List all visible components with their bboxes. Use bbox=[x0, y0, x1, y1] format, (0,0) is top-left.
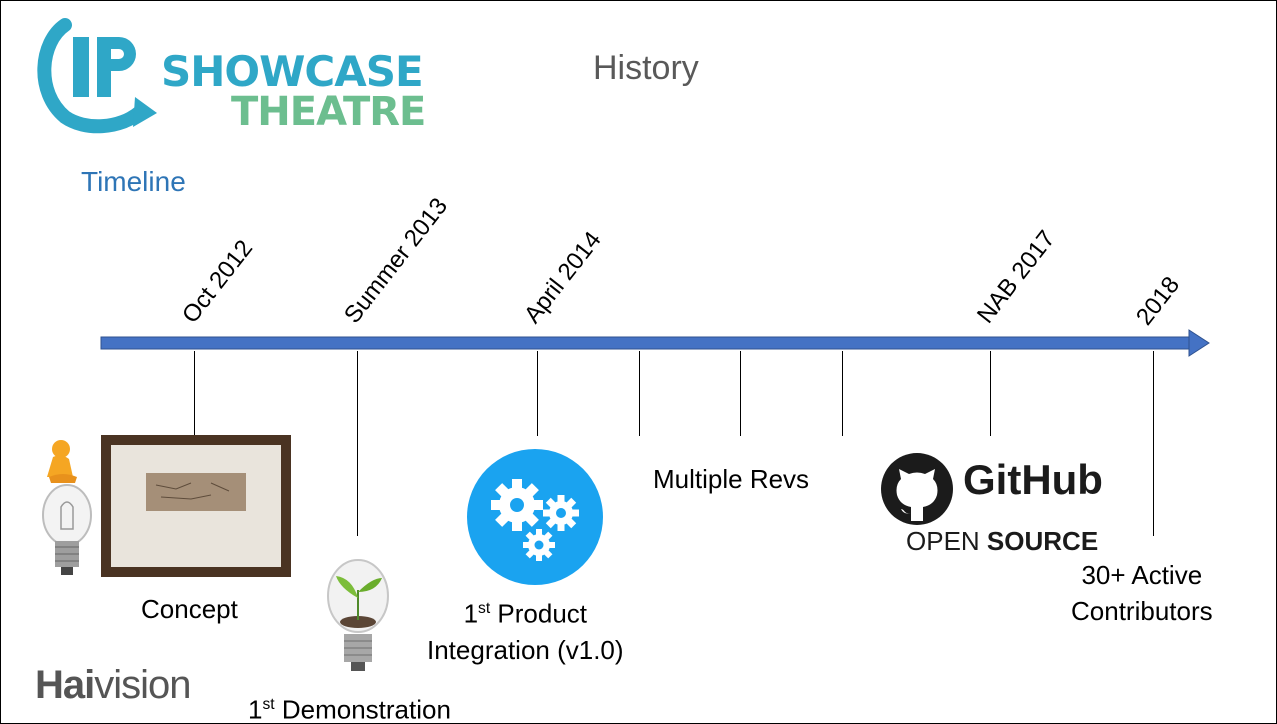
lightbulb-sprout-icon bbox=[327, 559, 389, 671]
tick-rev-3 bbox=[842, 351, 843, 436]
github-octocat-icon bbox=[881, 453, 953, 525]
slide-title: History bbox=[593, 49, 699, 87]
open-source-label: OPEN SOURCE bbox=[906, 526, 1099, 556]
ip-showcase-logo: SHOWCASE THEATRE bbox=[35, 17, 426, 137]
section-label: Timeline bbox=[81, 166, 186, 197]
ip-logo-icon bbox=[37, 18, 157, 134]
framed-sketch-icon bbox=[101, 435, 291, 577]
date-label-oct-2012: Oct 2012 bbox=[176, 235, 259, 329]
date-label-april-2014: April 2014 bbox=[518, 226, 607, 329]
tick-2018 bbox=[1153, 351, 1154, 536]
date-label-2018: 2018 bbox=[1130, 271, 1186, 331]
tick-nab-2017 bbox=[990, 351, 991, 436]
date-label-nab-2017: NAB 2017 bbox=[971, 225, 1061, 329]
tick-oct-2012 bbox=[194, 351, 195, 436]
lightbulb-person-icon bbox=[42, 440, 92, 575]
logo-showcase-text: SHOWCASE bbox=[161, 47, 424, 96]
caption-multiple-revs: Multiple Revs bbox=[653, 464, 810, 494]
date-label-summer-2013: Summer 2013 bbox=[338, 192, 454, 329]
caption-concept: Concept bbox=[141, 594, 238, 624]
github-wordmark: GitHub bbox=[963, 456, 1103, 503]
caption-first-demonstration: 1st Demonstration bbox=[248, 694, 451, 724]
tick-rev-1 bbox=[639, 351, 640, 436]
tick-summer-2013 bbox=[357, 351, 358, 536]
logo-theatre-text: THEATRE bbox=[231, 89, 426, 135]
gears-icon bbox=[467, 449, 603, 585]
timeline-arrow bbox=[100, 329, 1210, 357]
haivision-logo: Haivision bbox=[35, 663, 192, 707]
tick-april-2014 bbox=[537, 351, 538, 436]
tick-rev-2 bbox=[740, 351, 741, 436]
